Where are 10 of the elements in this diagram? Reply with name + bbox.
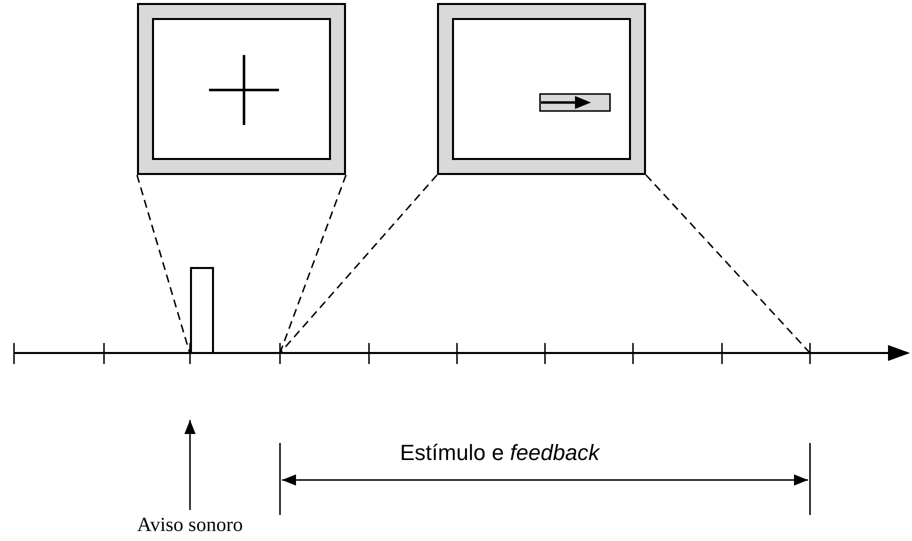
leader-line <box>645 174 811 354</box>
dimension-label: Estímulo e feedback <box>400 440 600 466</box>
caption-text: Aviso sonoro <box>110 510 270 540</box>
leader-line <box>279 174 347 354</box>
arrow <box>184 420 196 510</box>
picture <box>137 3 346 175</box>
leader-line <box>279 174 438 354</box>
picture <box>437 3 646 175</box>
pulse-bar <box>190 267 214 354</box>
leader-line <box>136 174 191 354</box>
